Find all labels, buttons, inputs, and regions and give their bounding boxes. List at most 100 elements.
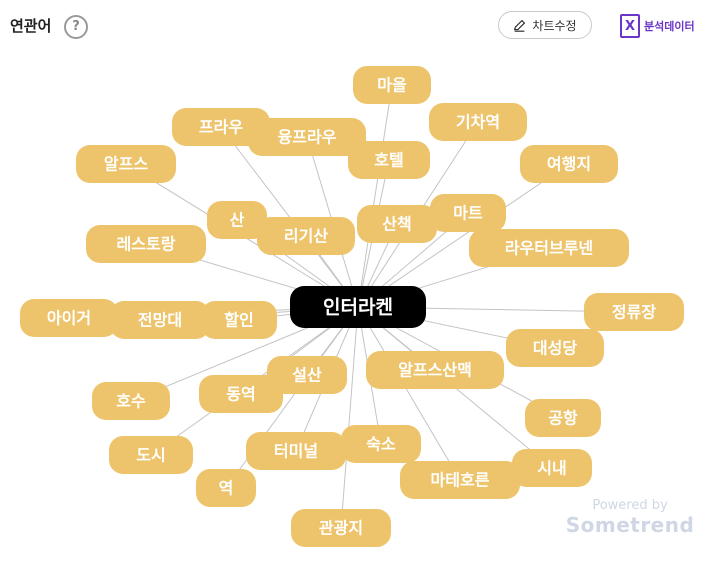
keyword-node-label: 대성당 (533, 339, 577, 358)
keyword-node[interactable]: 할인 (201, 301, 277, 339)
keyword-node-bubble (341, 425, 421, 463)
keyword-node-bubble (199, 375, 283, 413)
center-node[interactable]: 인터라켄 (290, 286, 426, 328)
keyword-node-bubble (520, 145, 618, 183)
keyword-node-label: 산 (230, 211, 245, 230)
keyword-node-bubble (584, 293, 684, 331)
keyword-node-label: 아이거 (47, 309, 91, 328)
keyword-node-bubble (348, 141, 430, 179)
keyword-node[interactable]: 융프라우 (248, 118, 366, 156)
keyword-node[interactable]: 라우터브루넨 (469, 229, 629, 267)
keyword-node[interactable]: 전망대 (110, 301, 210, 339)
keyword-node-bubble (20, 299, 118, 337)
keyword-node-bubble (506, 329, 604, 367)
keyword-node[interactable]: 대성당 (506, 329, 604, 367)
edge (357, 306, 461, 481)
keyword-node[interactable]: 숙소 (341, 425, 421, 463)
keyword-node-label: 레스토랑 (117, 235, 176, 254)
keyword-node[interactable]: 동역 (199, 375, 283, 413)
keyword-node-label: 시내 (537, 459, 566, 478)
edge (340, 306, 359, 529)
keyword-node-bubble (400, 461, 520, 499)
keyword-node-label: 설산 (292, 366, 322, 385)
keyword-node[interactable]: 프라우 (172, 108, 270, 146)
keyword-node-bubble (86, 225, 206, 263)
keyword-node[interactable]: 마트 (430, 194, 506, 232)
keyword-node-bubble (207, 201, 267, 239)
keyword-node-bubble (429, 103, 527, 141)
keyword-node-label: 산책 (382, 215, 411, 234)
edit-chart-label: 차트수정 (532, 18, 577, 33)
excel-icon: X (620, 14, 640, 38)
keyword-node-label: 융프라우 (278, 128, 337, 147)
keyword-node[interactable]: 기차역 (429, 103, 527, 141)
help-icon[interactable]: ? (64, 15, 88, 39)
keyword-node-bubble (257, 217, 355, 255)
keyword-node-label: 터미널 (274, 442, 318, 461)
keyword-node[interactable]: 터미널 (246, 432, 346, 470)
keyword-node[interactable]: 아이거 (20, 299, 118, 337)
keyword-node-bubble (201, 301, 277, 339)
keyword-node[interactable]: 리기산 (257, 217, 355, 255)
keyword-node-label: 여행지 (547, 155, 591, 174)
section-title: 연관어 (10, 17, 52, 35)
keyword-node[interactable]: 도시 (109, 436, 193, 474)
keyword-node[interactable]: 시내 (512, 449, 592, 487)
keyword-node-bubble (357, 205, 437, 243)
keyword-node[interactable]: 호수 (92, 382, 170, 420)
watermark: Powered by Sometrend (560, 498, 700, 537)
keyword-node[interactable]: 마테호른 (400, 461, 520, 499)
center-node-label: 인터라켄 (323, 297, 393, 319)
keyword-node-bubble (469, 229, 629, 267)
edit-chart-button[interactable]: 차트수정 (498, 11, 592, 39)
keyword-node-label: 프라우 (199, 118, 243, 137)
edge (357, 84, 393, 308)
keyword-node-bubble (246, 432, 346, 470)
keyword-node-label: 알프스 (104, 155, 148, 174)
analysis-data-button[interactable]: X 분석데이터 (620, 12, 695, 40)
keyword-node[interactable]: 알프스 (76, 145, 176, 183)
keyword-node-label: 도시 (136, 446, 165, 465)
keyword-node[interactable]: 설산 (267, 356, 347, 394)
keyword-node-bubble (291, 509, 391, 547)
keyword-node-bubble (76, 145, 176, 183)
keyword-node[interactable]: 호텔 (348, 141, 430, 179)
keyword-node[interactable]: 관광지 (291, 509, 391, 547)
keyword-node-label: 호수 (116, 392, 146, 411)
keyword-node[interactable]: 산 (207, 201, 267, 239)
keyword-node-label: 마테호른 (431, 471, 490, 490)
keyword-node[interactable]: 레스토랑 (86, 225, 206, 263)
keyword-node-bubble (267, 356, 347, 394)
keyword-node-bubble (353, 66, 431, 104)
keyword-node[interactable]: 정류장 (584, 293, 684, 331)
edge (357, 163, 570, 308)
keyword-node-label: 마트 (453, 204, 483, 223)
keyword-node-label: 라우터브루넨 (505, 239, 593, 258)
keyword-node[interactable]: 산책 (357, 205, 437, 243)
keyword-node-bubble (172, 108, 270, 146)
keyword-node[interactable]: 공항 (525, 399, 601, 437)
keyword-node[interactable]: 여행지 (520, 145, 618, 183)
keyword-node[interactable]: 마을 (353, 66, 431, 104)
keyword-node-label: 전망대 (138, 311, 182, 330)
keyword-node[interactable]: 알프스산맥 (366, 351, 504, 389)
keyword-node-label: 역 (219, 479, 234, 498)
header: 연관어 ? 차트수정 X 분석데이터 (0, 0, 722, 50)
keyword-node-bubble (196, 469, 256, 507)
keyword-node-bubble (525, 399, 601, 437)
keyword-node-label: 마을 (377, 76, 407, 95)
center-node-bubble (290, 286, 426, 328)
pencil-icon (514, 19, 526, 32)
keyword-node-label: 정류장 (612, 303, 656, 322)
keyword-node-label: 동역 (226, 385, 255, 404)
watermark-brand: Sometrend (565, 513, 695, 537)
keyword-node-label: 공항 (548, 409, 578, 428)
watermark-powered: Powered by (592, 498, 668, 513)
keyword-node-bubble (92, 382, 170, 420)
keyword-node-bubble (512, 449, 592, 487)
keyword-node[interactable]: 역 (196, 469, 256, 507)
keyword-node-bubble (248, 118, 366, 156)
keyword-node-label: 관광지 (319, 519, 363, 538)
keyword-node-label: 알프스산맥 (398, 361, 472, 380)
